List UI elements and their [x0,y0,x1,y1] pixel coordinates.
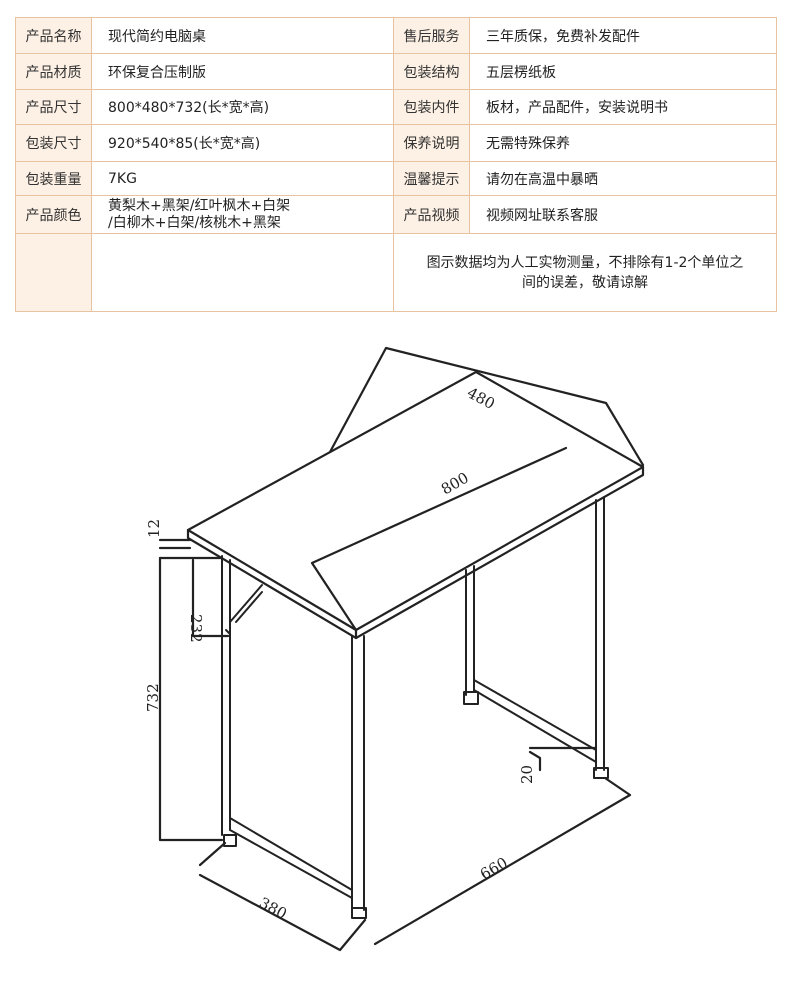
spec-label: 产品尺寸 [15,89,92,125]
spec-label: 包装重量 [15,161,92,196]
spec-label: 产品名称 [15,17,92,54]
spec-value: 800*480*732(长*宽*高) [91,89,394,125]
spec-label: 产品颜色 [15,195,92,234]
dim-brace-232: 232 [187,614,205,643]
spec-label: 包装尺寸 [15,124,92,162]
dim-foot-20: 20 [518,765,536,784]
dim-thickness-12: 12 [145,519,163,538]
note-line: 间的误差，敬请谅解 [522,274,648,291]
table-row: 包装重量 7KG 温馨提示 请勿在高温中暴晒 [15,161,777,196]
table-row: 包装尺寸 920*540*85(长*宽*高) 保养说明 无需特殊保养 [15,124,777,162]
spec-value: 现代简约电脑桌 [91,17,394,54]
dim-width-480: 480 [464,384,498,413]
spec-label: 产品视频 [393,195,470,234]
table-row: 产品材质 环保复合压制版 包装结构 五层楞纸板 [15,53,777,90]
table-row: 图示数据均为人工实物测量，不排除有1-2个单位之 间的误差，敬请谅解 [15,233,777,312]
dim-base-length-660: 660 [477,854,511,884]
dim-base-depth-380: 380 [256,894,290,923]
spec-table: 产品名称 现代简约电脑桌 售后服务 三年质保，免费补发配件 产品材质 环保复合压… [15,17,777,312]
spec-value: 请勿在高温中暴晒 [469,161,777,196]
spec-value: 920*540*85(长*宽*高) [91,124,394,162]
table-row: 产品尺寸 800*480*732(长*宽*高) 包装内件 板材，产品配件，安装说… [15,89,777,125]
desk-top [186,370,645,640]
empty-cell [15,233,92,312]
note-line: 图示数据均为人工实物测量，不排除有1-2个单位之 [426,254,744,271]
spec-label: 包装内件 [393,89,470,125]
dimension-lines [158,346,645,952]
spec-label: 包装结构 [393,53,470,90]
back-legs [463,496,609,779]
empty-cell [91,233,394,312]
spec-value: 黄梨木+黑架/红叶枫木+白架 /白柳木+白架/核桃木+黑架 [91,195,394,234]
spec-value: 三年质保，免费补发配件 [469,17,777,54]
spec-value: 环保复合压制版 [91,53,394,90]
spec-label: 产品材质 [15,53,92,90]
spec-value: 7KG [91,161,394,196]
disclaimer-note: 图示数据均为人工实物测量，不排除有1-2个单位之 间的误差，敬请谅解 [393,233,777,312]
table-row: 产品名称 现代简约电脑桌 售后服务 三年质保，免费补发配件 [15,17,777,54]
front-legs [221,555,367,919]
spec-value: 视频网址联系客服 [469,195,777,234]
spec-value: 无需特殊保养 [469,124,777,162]
desk-dimension-drawing: 480 800 12 232 732 20 380 660 [144,346,645,952]
color-line: 黄梨木+黑架/红叶枫木+白架 [108,197,291,214]
color-line: /白柳木+白架/核桃木+黑架 [108,214,281,231]
spec-label: 售后服务 [393,17,470,54]
table-row: 产品颜色 黄梨木+黑架/红叶枫木+白架 /白柳木+白架/核桃木+黑架 产品视频 … [15,195,777,234]
spec-value: 五层楞纸板 [469,53,777,90]
dim-height-732: 732 [144,683,162,712]
spec-value: 板材，产品配件，安装说明书 [469,89,777,125]
spec-label: 温馨提示 [393,161,470,196]
spec-label: 保养说明 [393,124,470,162]
